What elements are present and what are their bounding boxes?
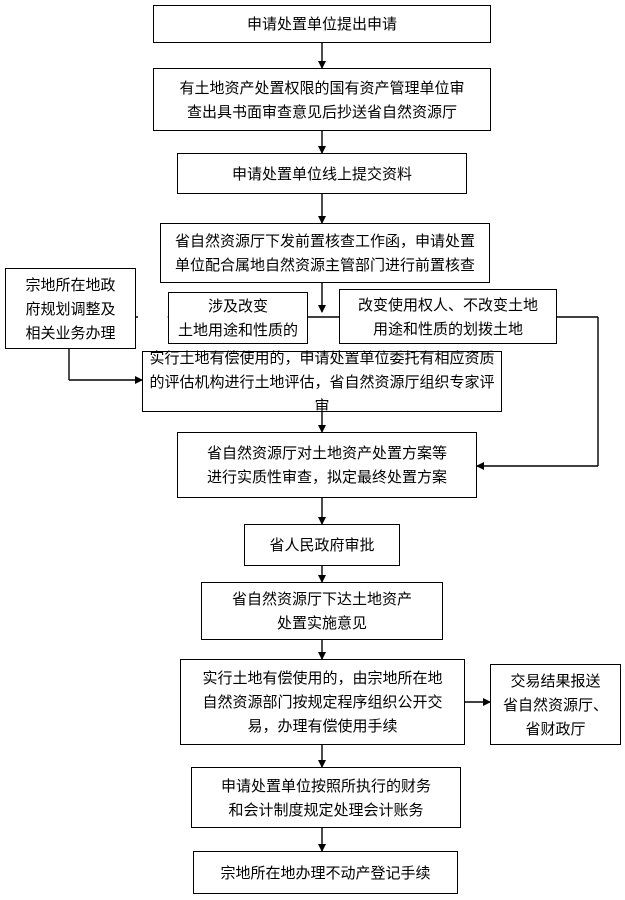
step-issue-opinion: 省自然资源厅下达土地资产 处置实施意见	[201, 582, 443, 640]
step-property-registration: 宗地所在地办理不动产登记手续	[193, 851, 458, 894]
step-land-evaluation: 实行土地有偿使用的，申请处置单位委托有相应资质 的评估机构进行土地评估，省自然资…	[142, 349, 502, 415]
step-government-approval: 省人民政府审批	[244, 524, 400, 566]
step-apply: 申请处置单位提出申请	[153, 5, 491, 43]
step-submit-online: 申请处置单位线上提交资料	[177, 153, 467, 194]
side-planning-adjust: 宗地所在地政 府规划调整及 相关业务办理	[5, 268, 136, 349]
step-accounting: 申请处置单位按照所执行的财务 和会计制度规定处理会计账务	[191, 767, 461, 828]
branch-change-owner: 改变使用权人、不改变土地 用途和性质的划拨土地	[339, 289, 557, 344]
step-pre-check: 省自然资源厅下发前置核查工作函，申请处置 单位配合属地自然资源主管部门进行前置核…	[160, 223, 490, 283]
step-asset-review: 有土地资产处置权限的国有资产管理单位审 查出具书面审查意见后抄送省自然资源厅	[153, 68, 491, 131]
step-substantive-review: 省自然资源厅对土地资产处置方案等 进行实质性审查，拟定最终处置方案	[177, 432, 477, 498]
side-report-results: 交易结果报送 省自然资源厅、 省财政厅	[490, 664, 621, 745]
branch-change-use: 涉及改变 土地用途和性质的	[168, 292, 308, 344]
step-public-trading: 实行土地有偿使用的，由宗地所在地 自然资源部门按规定程序组织公开交 易，办理有偿…	[180, 659, 465, 745]
